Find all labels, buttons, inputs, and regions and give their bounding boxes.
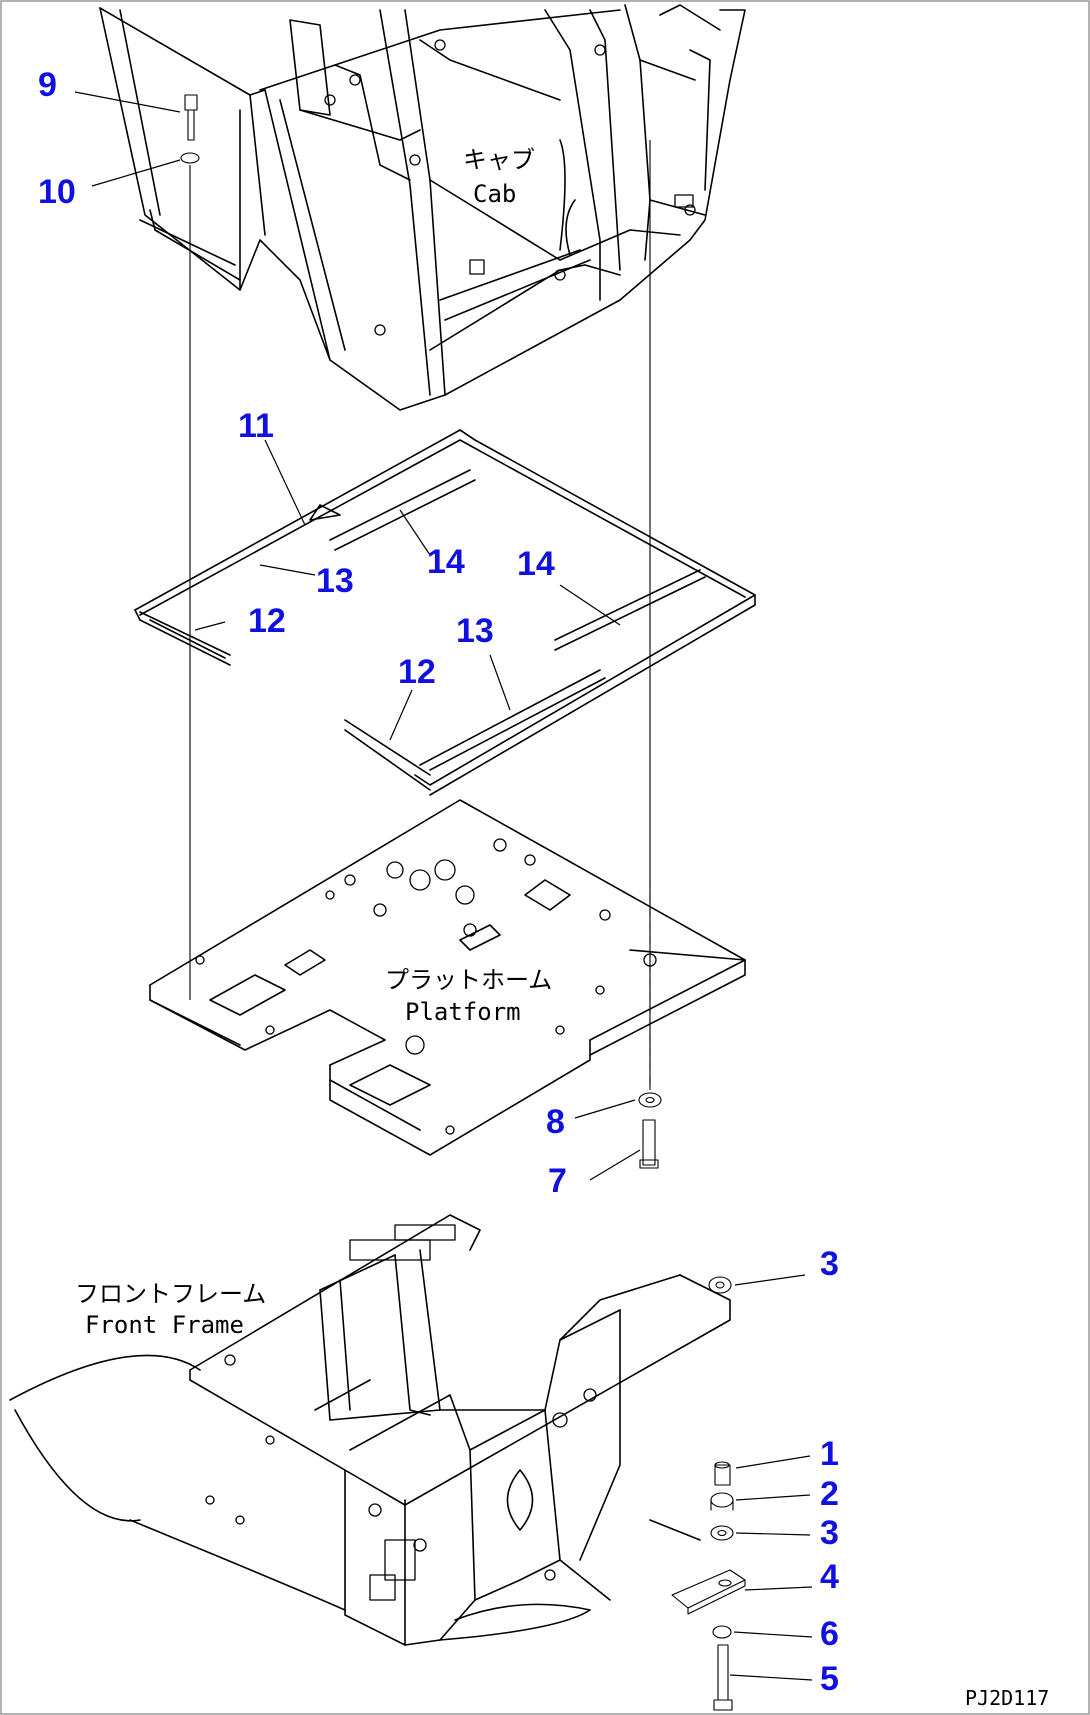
callout-2: 2 <box>820 1475 839 1513</box>
callout-4: 4 <box>820 1558 839 1596</box>
platform-label-jp: プラットホーム <box>385 966 552 994</box>
callout-3b: 3 <box>820 1514 839 1552</box>
callout-leaders <box>74 91 813 1681</box>
cab-assembly <box>99 4 746 411</box>
callout-14: 14 <box>427 543 465 581</box>
callout-numbers: 9 10 11 13 14 12 14 13 12 8 7 3 1 2 3 4 … <box>38 66 839 1698</box>
cab-label-jp: キャブ <box>463 146 535 174</box>
callout-13b: 13 <box>456 612 494 650</box>
callout-13: 13 <box>316 562 354 600</box>
callout-11: 11 <box>238 407 274 445</box>
callout-8: 8 <box>546 1103 565 1141</box>
platform-label-en: Platform <box>405 998 521 1026</box>
callout-1: 1 <box>820 1435 839 1473</box>
callout-10: 10 <box>38 173 76 211</box>
callout-5: 5 <box>820 1660 839 1698</box>
callout-14b: 14 <box>517 545 555 583</box>
callout-12: 12 <box>248 602 286 640</box>
frontframe-label-en: Front Frame <box>85 1311 244 1339</box>
callout-12b: 12 <box>398 653 436 691</box>
small-parts <box>180 94 746 1711</box>
callout-7: 7 <box>548 1162 567 1200</box>
front-frame-assembly <box>9 1214 731 1646</box>
callout-9: 9 <box>38 66 57 104</box>
platform-assembly <box>149 799 746 1156</box>
page-code: PJ2D117 <box>965 1686 1049 1710</box>
callout-3: 3 <box>820 1245 839 1283</box>
alignment-lines <box>189 140 651 1090</box>
cab-label-en: Cab <box>473 180 516 208</box>
floor-mat <box>134 429 756 796</box>
callout-6: 6 <box>820 1615 839 1653</box>
frontframe-label-jp: フロントフレーム <box>75 1280 266 1308</box>
